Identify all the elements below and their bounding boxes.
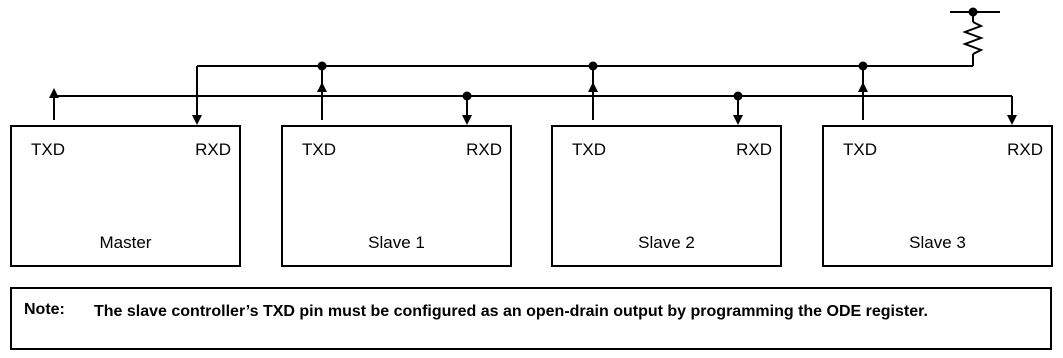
txd-pin-label: TXD (572, 140, 606, 159)
arrow-up-icon (858, 82, 868, 92)
node-name: Slave 3 (909, 233, 966, 252)
junction-dot (588, 61, 598, 71)
master-box: TXD RXD Master (10, 125, 241, 267)
pull-up-resistor (962, 21, 984, 55)
rxd-pin-label: RXD (195, 140, 231, 159)
arrow-down-icon (1007, 115, 1017, 125)
note-box: Note: The slave controller’s TXD pin mus… (10, 287, 1052, 350)
supply-junction-dot (968, 7, 978, 17)
slave1-box: TXD RXD Slave 1 (281, 125, 512, 267)
arrow-down-icon (462, 115, 472, 125)
arrow-up-icon (317, 82, 327, 92)
junction-dot (858, 61, 868, 71)
arrow-down-icon (733, 115, 743, 125)
arrow-up-icon (588, 82, 598, 92)
rxd-pin-label: RXD (736, 140, 772, 159)
slave2-box: TXD RXD Slave 2 (551, 125, 782, 267)
junction-dot (462, 91, 472, 101)
txd-pin-label: TXD (302, 140, 336, 159)
node-name: Slave 1 (368, 233, 425, 252)
note-label: Note: (24, 301, 65, 318)
junction-dot (733, 91, 743, 101)
node-name: Master (99, 233, 152, 252)
slave3-box: TXD RXD Slave 3 (822, 125, 1053, 267)
rxd-pin-label: RXD (466, 140, 502, 159)
txd-pin-label: TXD (843, 140, 877, 159)
node-name: Slave 2 (638, 233, 695, 252)
txd-pin-label: TXD (31, 140, 65, 159)
arrow-up-icon (49, 88, 59, 98)
note-text: The slave controller’s TXD pin must be c… (94, 303, 928, 320)
rxd-pin-label: RXD (1007, 140, 1043, 159)
junction-dot (317, 61, 327, 71)
arrow-down-icon (192, 115, 202, 125)
